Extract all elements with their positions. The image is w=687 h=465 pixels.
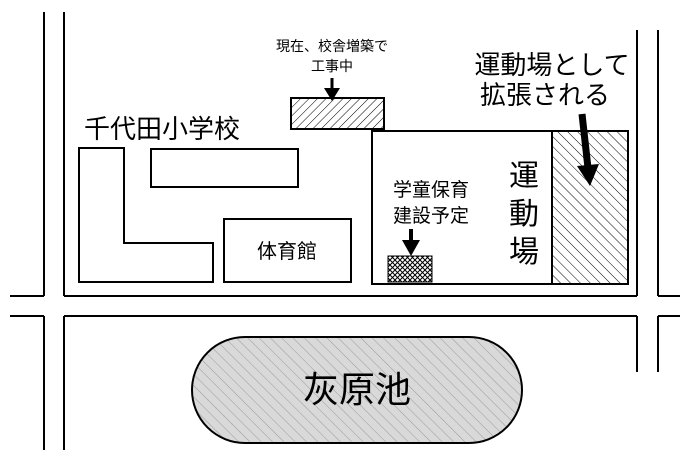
school-building-l: [78, 147, 214, 283]
playground-label-3: 場: [509, 235, 539, 270]
school-building-upper: [150, 148, 299, 188]
expansion-arrow: [577, 113, 599, 186]
childcare-note-line1: 学童保育: [393, 179, 469, 201]
construction-note-line1: 現在、校舎増築で: [276, 38, 388, 55]
construction-note-line2: 工事中: [311, 59, 353, 75]
gymnasium-building: [223, 218, 352, 283]
expansion-area: [551, 130, 629, 285]
playground-label-2: 動: [509, 197, 539, 232]
expansion-note-line2: 拡張される: [480, 81, 610, 111]
playground-label-1: 運: [509, 159, 539, 194]
childcare-arrow: [402, 229, 420, 256]
gymnasium-label: 体育館: [257, 239, 317, 263]
roads: [10, 12, 680, 450]
construction-arrow: [324, 78, 340, 101]
school-name-label: 千代田小学校: [84, 115, 240, 145]
childcare-site: [387, 255, 433, 283]
childcare-note-line2: 建設予定: [393, 205, 469, 227]
expansion-note-line1: 運動場として: [474, 51, 629, 81]
pond-label: 灰原池: [303, 370, 411, 411]
pond: [191, 336, 523, 444]
construction-area: [290, 97, 385, 130]
